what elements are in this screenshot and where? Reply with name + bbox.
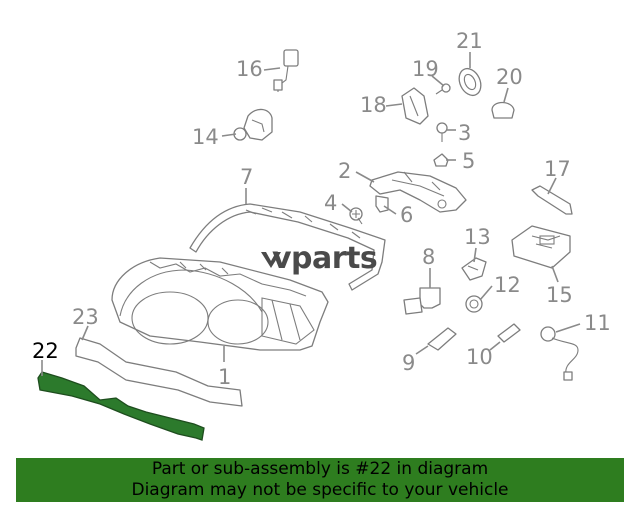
part-20-cap[interactable] xyxy=(491,101,515,119)
callout-11[interactable]: 11 xyxy=(584,311,611,335)
callout-10[interactable]: 10 xyxy=(466,345,493,369)
part-10-bulb[interactable] xyxy=(497,323,521,343)
part-22-lower-bracket-highlighted[interactable] xyxy=(37,371,205,441)
part-16-connector[interactable] xyxy=(273,49,299,92)
part-8-bulb-socket[interactable] xyxy=(403,287,441,315)
callout-6[interactable]: 6 xyxy=(400,203,413,227)
callout-17[interactable]: 17 xyxy=(544,157,571,181)
callout-21[interactable]: 21 xyxy=(456,29,483,53)
part-7-trim-strip[interactable] xyxy=(189,203,386,291)
callout-12[interactable]: 12 xyxy=(494,273,521,297)
watermark-text: vparts xyxy=(272,241,377,276)
callout-13[interactable]: 13 xyxy=(464,225,491,249)
callout-2[interactable]: 2 xyxy=(338,159,351,183)
part-3-screw[interactable] xyxy=(436,122,448,142)
callout-3[interactable]: 3 xyxy=(458,121,471,145)
vparts-logo-icon xyxy=(261,252,281,268)
callout-14[interactable]: 14 xyxy=(192,125,219,149)
part-6-clip[interactable] xyxy=(375,195,389,213)
callout-19[interactable]: 19 xyxy=(412,57,439,81)
part-15-control-unit[interactable] xyxy=(511,225,571,269)
callout-15[interactable]: 15 xyxy=(546,283,573,307)
callout-7[interactable]: 7 xyxy=(240,165,253,189)
callout-23[interactable]: 23 xyxy=(72,305,99,329)
banner-line-2: Diagram may not be specific to your vehi… xyxy=(131,480,509,500)
callout-labels: 1 2 3 4 5 6 7 8 9 10 11 12 13 14 15 16 1… xyxy=(32,29,611,389)
info-banner: Part or sub-assembly is #22 in diagram D… xyxy=(16,458,624,502)
part-14-bulb[interactable] xyxy=(233,108,273,141)
callout-22-highlighted[interactable]: 22 xyxy=(32,339,59,363)
part-5-clip[interactable] xyxy=(433,153,449,167)
part-1-headlight-assembly[interactable] xyxy=(111,257,329,351)
callout-16[interactable]: 16 xyxy=(236,57,263,81)
leader-lines xyxy=(41,52,581,376)
part-12-socket[interactable] xyxy=(465,295,483,313)
callout-20[interactable]: 20 xyxy=(496,65,523,89)
callout-4[interactable]: 4 xyxy=(324,191,337,215)
part-17-bracket[interactable] xyxy=(531,185,573,215)
part-11-sensor-wire[interactable] xyxy=(540,326,579,381)
vparts-watermark: vparts xyxy=(261,241,378,276)
banner-line-1: Part or sub-assembly is #22 in diagram xyxy=(151,459,489,479)
callout-8[interactable]: 8 xyxy=(422,245,435,269)
part-2-mounting-bracket[interactable] xyxy=(369,171,467,213)
part-9-bulb[interactable] xyxy=(427,327,457,351)
part-23-lower-trim[interactable] xyxy=(75,337,243,407)
part-21-cap[interactable] xyxy=(455,65,485,99)
part-18-adjuster[interactable] xyxy=(401,87,429,125)
callout-5[interactable]: 5 xyxy=(462,149,475,173)
callout-1[interactable]: 1 xyxy=(218,365,231,389)
part-4-screw[interactable] xyxy=(349,207,363,225)
callout-18[interactable]: 18 xyxy=(360,93,387,117)
callout-9[interactable]: 9 xyxy=(402,351,415,375)
